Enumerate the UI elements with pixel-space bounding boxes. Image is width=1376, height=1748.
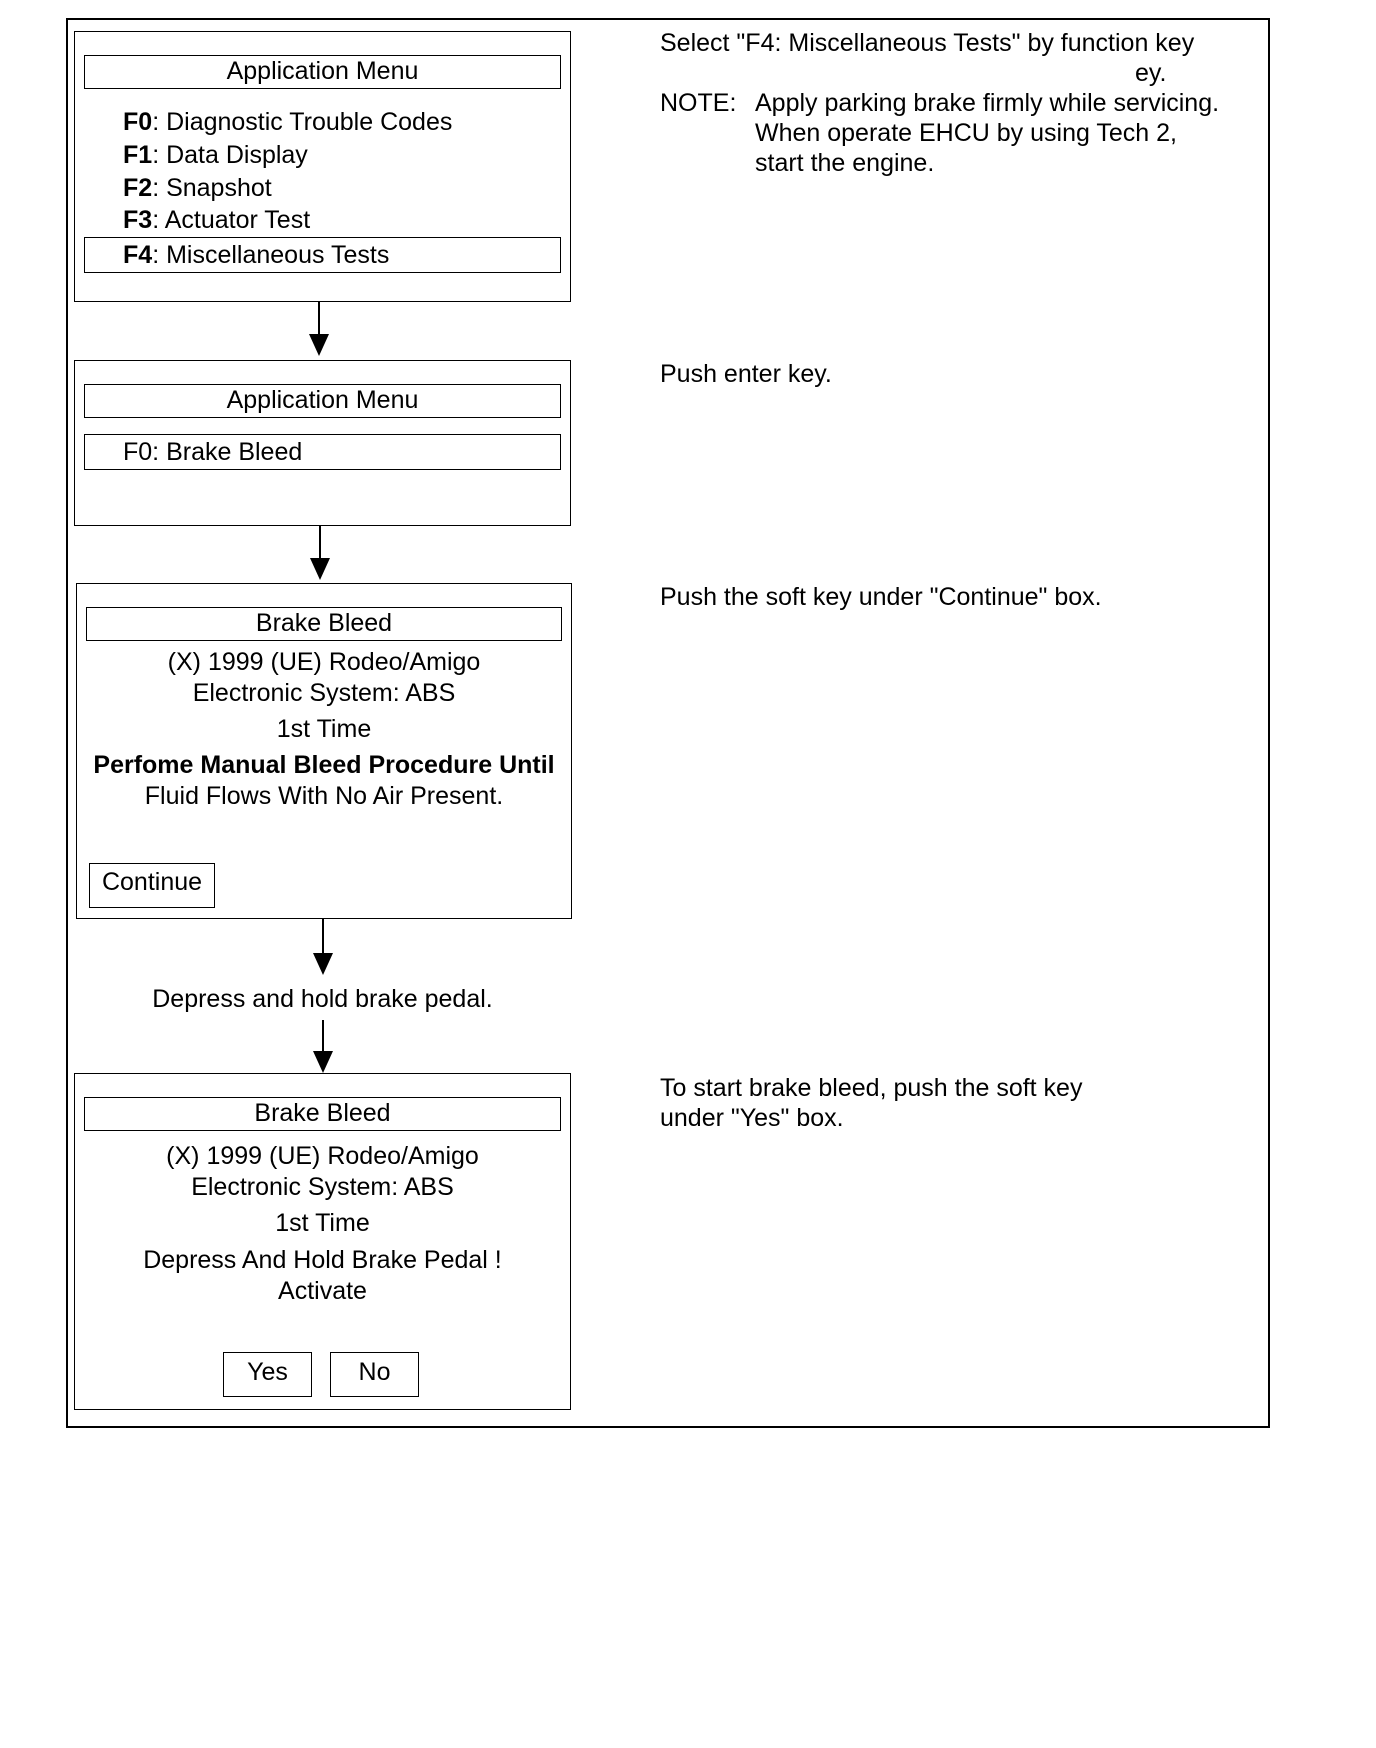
depress-brake-step: Depress and hold brake pedal.: [152, 985, 493, 1013]
message-line-2: Fluid Flows With No Air Present.: [144, 782, 504, 810]
note-line-3: start the engine.: [755, 149, 935, 177]
instruction-step-4-line-2: under "Yes" box.: [660, 1104, 844, 1132]
menu-item-f3: F3: Actuator Test: [123, 206, 311, 234]
no-button[interactable]: No: [330, 1352, 419, 1397]
diagram-frame: [66, 18, 1270, 1428]
note-line-1: Apply parking brake firmly while servici…: [755, 89, 1220, 117]
note-line-2: When operate EHCU by using Tech 2,: [755, 119, 1177, 147]
screen-application-menu-2: Application Menu F0: Brake Bleed: [74, 360, 571, 526]
continue-button[interactable]: Continue: [89, 863, 215, 908]
flow-arrow-1: [309, 302, 329, 356]
instruction-step-1-cont: ey.: [1135, 59, 1167, 87]
instruction-step-3: Push the soft key under "Continue" box.: [660, 583, 1102, 611]
message-line-2: Activate: [278, 1277, 367, 1305]
vehicle-line: (X) 1999 (UE) Rodeo/Amigo: [167, 648, 481, 676]
screen-title: Application Menu: [84, 384, 561, 418]
flow-arrow-3: [313, 919, 333, 975]
flow-arrow-4: [313, 1020, 333, 1073]
instruction-step-1: Select "F4: Miscellaneous Tests" by func…: [660, 29, 1195, 57]
menu-item-f1: F1: Data Display: [123, 141, 308, 169]
screen-application-menu-1: Application Menu F0: Diagnostic Trouble …: [74, 31, 571, 302]
vehicle-line: (X) 1999 (UE) Rodeo/Amigo: [166, 1142, 479, 1170]
message-line-1: Depress And Hold Brake Pedal !: [143, 1246, 502, 1274]
message-line-1: Perfome Manual Bleed Procedure Until: [93, 751, 555, 779]
system-line: Electronic System: ABS: [192, 679, 456, 707]
note-label: NOTE:: [660, 89, 737, 117]
screen-brake-bleed-continue: Brake Bleed (X) 1999 (UE) Rodeo/Amigo El…: [76, 583, 572, 919]
menu-item-f2: F2: Snapshot: [123, 174, 272, 202]
attempt-line: 1st Time: [276, 715, 372, 743]
menu-item-f4-selected: F4: Miscellaneous Tests: [84, 237, 561, 273]
attempt-line: 1st Time: [275, 1209, 370, 1237]
system-line: Electronic System: ABS: [191, 1173, 454, 1201]
yes-button[interactable]: Yes: [223, 1352, 312, 1397]
screen-title: Application Menu: [84, 55, 561, 89]
menu-item-brake-bleed-selected: F0: Brake Bleed: [84, 434, 561, 470]
menu-item-f0: F0: Diagnostic Trouble Codes: [123, 108, 453, 136]
instruction-step-2: Push enter key.: [660, 360, 832, 388]
instruction-step-4-line-1: To start brake bleed, push the soft key: [660, 1074, 1083, 1102]
screen-brake-bleed-activate: Brake Bleed (X) 1999 (UE) Rodeo/Amigo El…: [74, 1073, 571, 1410]
screen-title: Brake Bleed: [84, 1097, 561, 1131]
flow-arrow-2: [310, 526, 330, 580]
screen-title: Brake Bleed: [86, 607, 562, 641]
